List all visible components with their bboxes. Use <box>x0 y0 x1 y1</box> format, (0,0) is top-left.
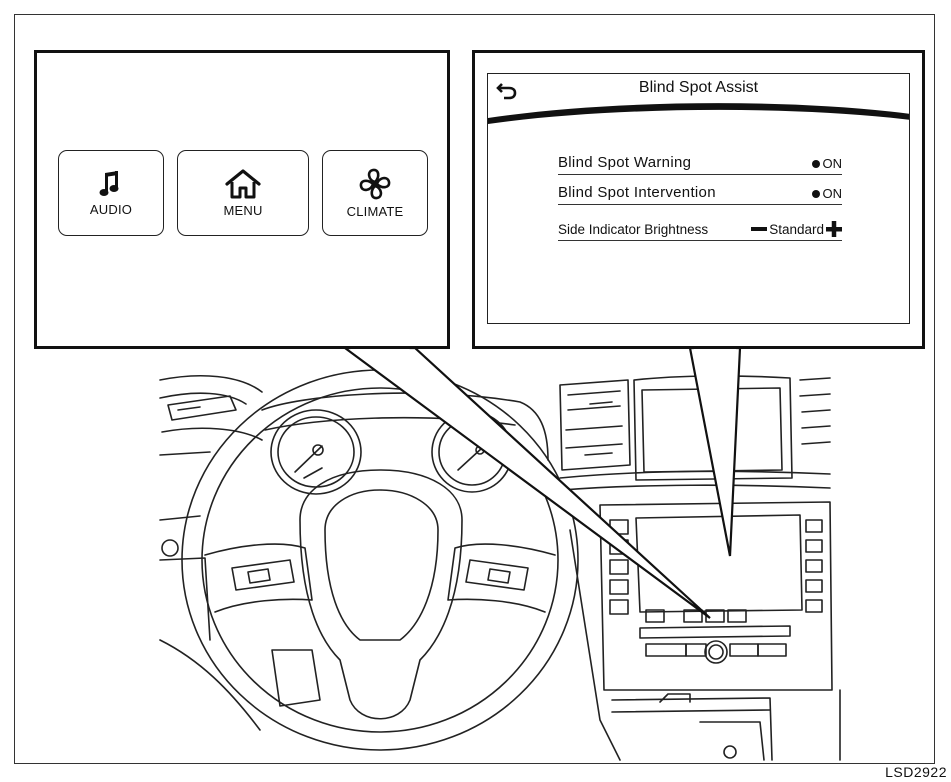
left-gauge <box>270 409 362 495</box>
left-callout-pointer <box>341 346 711 619</box>
audio-button[interactable]: AUDIO <box>58 150 164 236</box>
blind-spot-warning-row[interactable]: Blind Spot Warning ON <box>558 149 842 175</box>
climate-button-label: CLIMATE <box>346 204 404 219</box>
screen-title: Blind Spot Assist <box>638 79 759 96</box>
music-note-icon <box>99 171 119 196</box>
minus-icon[interactable] <box>751 224 768 234</box>
blind-spot-intervention-row[interactable]: Blind Spot Intervention ON <box>558 179 842 205</box>
blind-spot-intervention-label: Blind Spot Intervention <box>558 184 716 201</box>
plus-icon[interactable] <box>826 221 842 237</box>
lower-display-housing <box>599 501 833 691</box>
blind-spot-intervention-status: ON <box>811 186 843 201</box>
side-indicator-brightness-row: Side Indicator Brightness Standard <box>558 211 842 241</box>
left-vent <box>167 395 237 421</box>
back-arrow-icon <box>496 83 517 100</box>
menu-button[interactable]: MENU <box>177 150 309 236</box>
figure-code: LSD2922 <box>885 764 947 780</box>
dash-contour-left <box>159 374 263 393</box>
audio-button-label: AUDIO <box>89 202 133 217</box>
blind-spot-warning-value: ON <box>822 156 843 171</box>
side-indicator-brightness-label: Side Indicator Brightness <box>558 222 709 237</box>
blind-spot-intervention-value: ON <box>822 186 843 201</box>
side-indicator-brightness-value: Standard <box>769 221 824 237</box>
blind-spot-assist-screen: Blind Spot Assist Blind Spot Warning ON … <box>487 73 910 324</box>
side-indicator-brightness-control: Standard <box>751 221 842 237</box>
blind-spot-warning-label: Blind Spot Warning <box>558 154 692 171</box>
header-divider-curve <box>488 103 909 124</box>
center-vent-left <box>559 379 631 471</box>
back-button[interactable] <box>496 80 518 100</box>
climate-button[interactable]: CLIMATE <box>322 150 428 236</box>
status-dot-icon <box>811 159 820 168</box>
fan-icon <box>359 168 391 200</box>
right-callout-pointer <box>688 346 742 557</box>
blind-spot-warning-status: ON <box>811 156 843 171</box>
steering-wheel <box>181 369 579 751</box>
wheel-hub <box>299 469 463 720</box>
status-dot-icon <box>811 189 820 198</box>
menu-button-label: MENU <box>223 203 263 218</box>
home-icon <box>225 169 261 199</box>
